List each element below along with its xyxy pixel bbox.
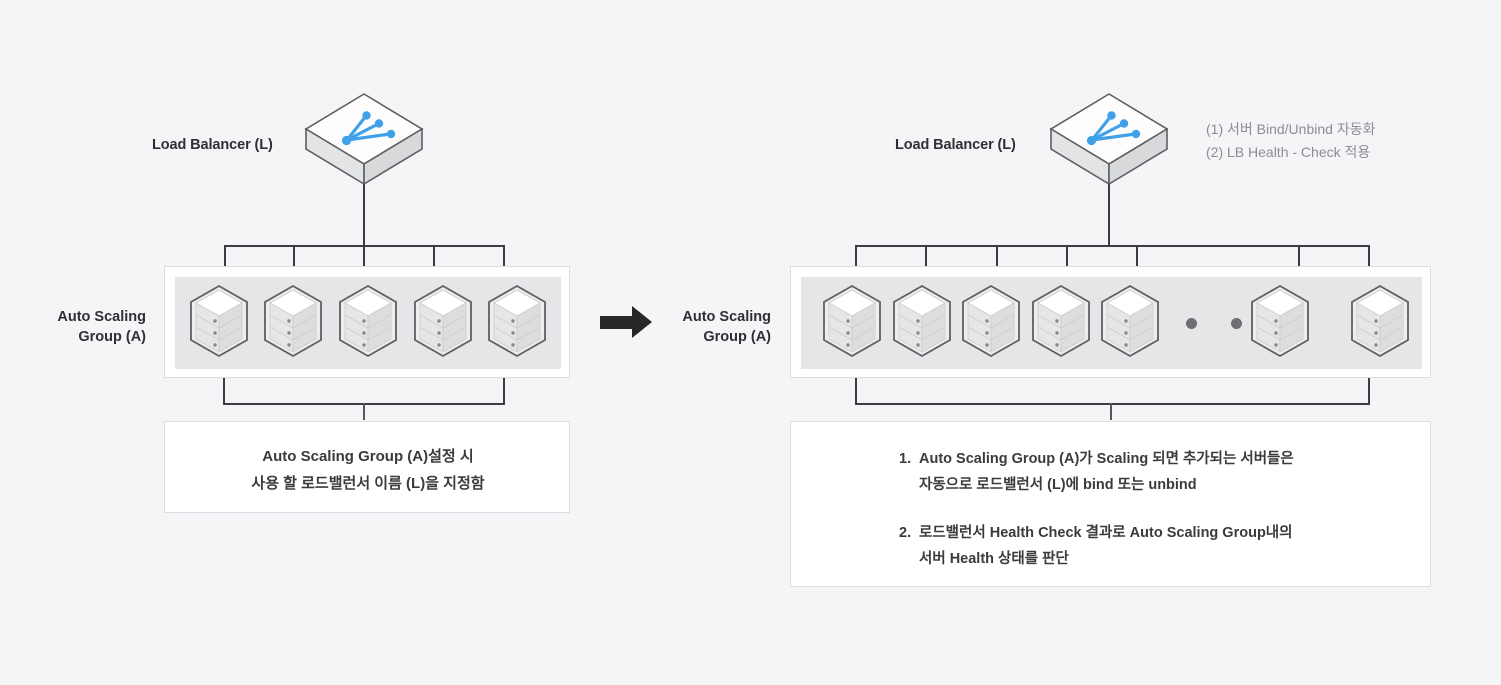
step-item-2: 2. 로드밸런서 Health Check 결과로 Auto Scaling G… — [899, 520, 1294, 572]
right-drop-3 — [996, 245, 998, 267]
right-asg-inner-panel — [801, 277, 1422, 369]
server-stack-icon — [1030, 284, 1092, 363]
right-drop-1 — [855, 245, 857, 267]
server-stack-icon — [412, 284, 474, 363]
server-stack-icon — [188, 284, 250, 363]
server-stack-icon — [262, 284, 324, 363]
annotation-item-2: (2) LB Health - Check 적용 — [1206, 144, 1371, 160]
right-bottom-trunk — [1110, 403, 1112, 420]
server-stack-icon — [1249, 284, 1311, 363]
left-drop-2 — [293, 245, 295, 267]
right-server-row-trailing — [1249, 277, 1411, 369]
right-asg-label-line1: Auto Scaling — [682, 309, 771, 325]
left-caption-line1: Auto Scaling Group (A)설정 시 — [262, 448, 474, 465]
step-2-number: 2. — [899, 525, 912, 541]
annotation-item-1: (1) 서버 Bind/Unbind 자동화 — [1206, 121, 1376, 137]
right-bottom-bus — [855, 403, 1370, 405]
right-asg-label-line2: Group (A) — [703, 329, 771, 345]
server-stack-icon — [486, 284, 548, 363]
server-stack-icon — [1349, 284, 1411, 363]
server-stack-icon — [960, 284, 1022, 363]
server-stack-icon — [891, 284, 953, 363]
left-drop-1 — [224, 245, 226, 267]
left-asg-label-line2: Group (A) — [78, 329, 146, 345]
left-caption-text: Auto Scaling Group (A)설정 시 사용 할 로드밸런서 이름… — [165, 443, 571, 497]
right-bottom-riser-start — [855, 378, 857, 404]
left-caption-box: Auto Scaling Group (A)설정 시 사용 할 로드밸런서 이름… — [164, 421, 570, 513]
right-lb-trunk-line — [1108, 184, 1110, 246]
left-drop-4 — [433, 245, 435, 267]
left-server-row — [175, 277, 561, 369]
right-server-row-left — [821, 277, 1161, 369]
left-caption-line2: 사용 할 로드밸런서 이름 (L)을 지정함 — [251, 475, 485, 492]
right-drop-5 — [1136, 245, 1138, 267]
steps-spacer — [899, 498, 1294, 520]
left-drop-3 — [363, 245, 365, 267]
step-item-1: 1. Auto Scaling Group (A)가 Scaling 되면 추가… — [899, 446, 1294, 498]
left-lb-trunk-line — [363, 184, 365, 246]
left-asg-label: Auto Scaling Group (A) — [20, 307, 146, 347]
right-load-balancer-cube-icon — [1049, 92, 1169, 186]
right-drop-6 — [1298, 245, 1300, 267]
right-bottom-riser-end — [1368, 378, 1370, 404]
right-asg-label: Auto Scaling Group (A) — [645, 307, 771, 347]
right-distribution-bus — [855, 245, 1368, 247]
step-1-line2: 자동으로 로드밸런서 (L)에 bind 또는 unbind — [919, 477, 1197, 493]
ellipsis-dot — [1230, 317, 1242, 329]
right-drop-4 — [1066, 245, 1068, 267]
left-load-balancer-label: Load Balancer (L) — [152, 137, 273, 153]
right-load-balancer-label: Load Balancer (L) — [895, 137, 1016, 153]
left-drop-5 — [503, 245, 505, 267]
left-asg-label-line1: Auto Scaling — [57, 309, 146, 325]
right-drop-7 — [1368, 245, 1370, 267]
server-stack-icon — [821, 284, 883, 363]
arrow-head — [632, 306, 652, 338]
right-steps-list: 1. Auto Scaling Group (A)가 Scaling 되면 추가… — [899, 446, 1294, 572]
ellipsis-dot — [1186, 317, 1197, 329]
step-1-number: 1. — [899, 451, 912, 467]
left-load-balancer-cube-icon — [304, 92, 424, 186]
left-asg-inner-panel — [175, 277, 561, 369]
step-2-line2: 서버 Health 상태를 판단 — [919, 551, 1069, 567]
step-1-body: Auto Scaling Group (A)가 Scaling 되면 추가되는 … — [919, 446, 1294, 498]
left-bottom-riser-start — [223, 378, 225, 404]
right-annotations: (1) 서버 Bind/Unbind 자동화 (2) LB Health - C… — [1206, 118, 1375, 164]
server-stack-icon — [1099, 284, 1161, 363]
step-2-line1: 로드밸런서 Health Check 결과로 Auto Scaling Grou… — [919, 525, 1293, 541]
left-asg-container — [164, 266, 570, 378]
step-1-line1: Auto Scaling Group (A)가 Scaling 되면 추가되는 … — [919, 451, 1294, 467]
right-asg-container — [790, 266, 1431, 378]
arrow-right-icon — [600, 306, 652, 338]
left-bottom-riser-end — [503, 378, 505, 404]
step-2-body: 로드밸런서 Health Check 결과로 Auto Scaling Grou… — [919, 520, 1293, 572]
arrow-shaft — [600, 315, 632, 329]
right-drop-2 — [925, 245, 927, 267]
server-stack-icon — [337, 284, 399, 363]
left-bottom-trunk — [363, 403, 365, 420]
right-steps-box: 1. Auto Scaling Group (A)가 Scaling 되면 추가… — [790, 421, 1431, 587]
